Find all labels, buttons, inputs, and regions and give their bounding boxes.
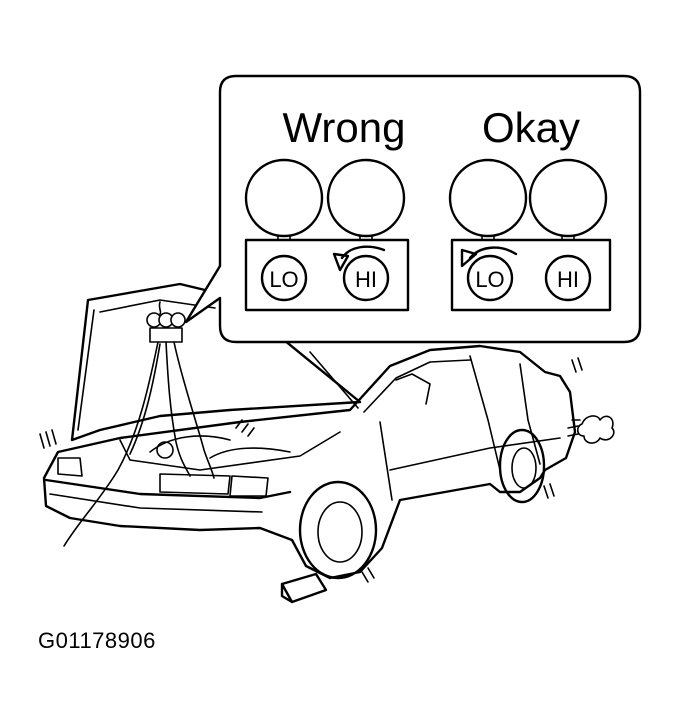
- hose-hi: [173, 341, 215, 479]
- okay-heading: Okay: [482, 104, 580, 151]
- wrong-hi-valve-label: HI: [355, 267, 377, 292]
- exhaust-puff-icon: [576, 415, 615, 444]
- callout-bubble: Wrong Okay LO HI LO HI: [184, 74, 642, 344]
- vibration-marks-icon: [39, 357, 583, 583]
- wrong-lo-valve-label: LO: [269, 267, 298, 292]
- okay-hi-valve-label: HI: [557, 267, 579, 292]
- wrong-hi-gauge: [326, 158, 406, 238]
- front-wheel-icon: [298, 480, 378, 580]
- manifold-gauge-set-icon: [63, 301, 215, 547]
- rear-wheel-icon: [498, 428, 546, 504]
- hose-lo: [63, 341, 159, 547]
- open-hood-icon: [70, 282, 362, 442]
- car-body-icon: [42, 344, 577, 580]
- okay-lo-valve-label: LO: [475, 267, 504, 292]
- hose-center: [165, 341, 191, 477]
- okay-hi-gauge: [528, 158, 608, 238]
- wrong-heading: Wrong: [283, 104, 406, 151]
- okay-gauge-set: LO HI: [448, 158, 612, 312]
- wheel-chock-icon: [280, 572, 328, 604]
- wrong-lo-gauge: [244, 158, 324, 238]
- car-illustration: [42, 282, 615, 604]
- okay-lo-gauge: [448, 158, 528, 238]
- wrong-gauge-set: LO HI: [244, 158, 410, 312]
- figure-code: G01178906: [38, 628, 156, 653]
